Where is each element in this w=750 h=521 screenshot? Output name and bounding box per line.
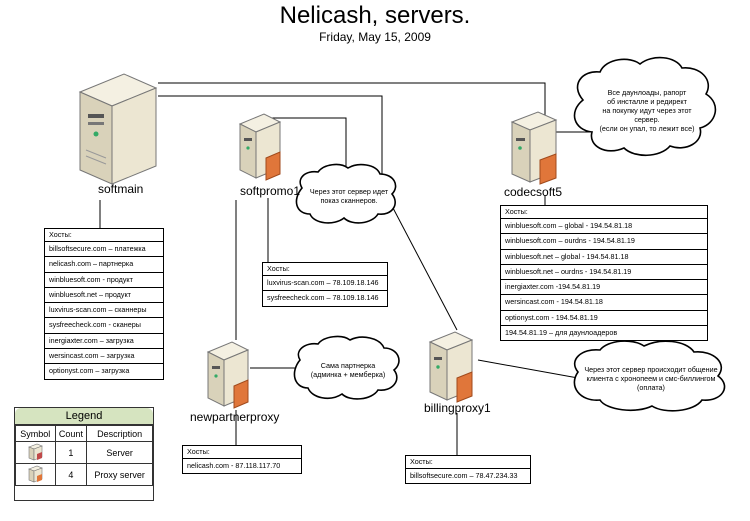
- host-row: winbluesoft.net – продукт: [45, 288, 163, 304]
- line-softmain-codecsoft5-b: [158, 95, 383, 187]
- legend-symbol-server: [15, 441, 56, 464]
- billingproxy1-label: billingproxy1: [424, 401, 491, 415]
- newpartnerproxy-server: [206, 340, 250, 415]
- hosts-header: Хосты:: [406, 456, 530, 469]
- hosts-header: Хосты:: [183, 446, 301, 459]
- host-row: optionyst.com – загрузка: [49, 366, 130, 376]
- diagram-date: Friday, May 15, 2009: [319, 30, 431, 44]
- proxy-server-icon: [428, 331, 474, 403]
- host-row: luxvirus-scan.com – 78.109.18.146: [263, 276, 387, 292]
- legend-count: 1: [54, 441, 88, 464]
- cloud-newpartnerproxy: [293, 335, 400, 400]
- tower-server-icon: [78, 73, 158, 185]
- host-row: optionyst.com - 194.54.81.19: [501, 311, 707, 327]
- cloud-billingproxy1: [573, 340, 726, 412]
- softmain-label: softmain: [98, 182, 144, 196]
- host-row: nelicash.com - 87.118.117.70: [187, 461, 281, 470]
- hosts-header: Хосты:: [501, 206, 707, 219]
- legend-description: Server: [86, 441, 153, 464]
- host-row: wersincast.com – загрузка: [45, 349, 163, 365]
- legend: Legend Symbol Count Description 1 Server: [14, 407, 154, 501]
- cloud-softpromo1-text: Через этот сервер идет показ сканнеров.: [309, 187, 389, 205]
- diagram-title: Nelicash, servers.: [279, 2, 471, 29]
- host-row: sysfreecheck.com – 78.109.18.146: [267, 293, 379, 303]
- cloud-billingproxy1-text: Через этот сервер происходит общение кли…: [584, 365, 718, 392]
- legend-count: 4: [54, 463, 88, 486]
- host-row: luxvirus-scan.com – сканнеры: [45, 303, 163, 319]
- hosts-header: Хосты:: [263, 263, 387, 276]
- codecsoft5-hosts-box: Хосты: winbluesoft.com – global - 194.54…: [500, 205, 708, 342]
- line-softpromo1-cloud: [268, 117, 347, 178]
- codecsoft5-server: [510, 110, 558, 191]
- tower-server-icon: [28, 443, 44, 460]
- billingproxy1-hosts-box: Хосты: billsoftsecure.com – 78.47.234.33: [405, 455, 531, 485]
- cloud-codecsoft5-text: Все даунлоады, рапорт об инсталле и реди…: [599, 88, 695, 133]
- proxy-server-icon: [238, 113, 282, 181]
- line-softmain-codecsoft5: [158, 82, 546, 118]
- codecsoft5-label: codecsoft5: [504, 185, 563, 199]
- line-billingproxy-cloud: [477, 359, 579, 379]
- cloud-codecsoft5: [573, 56, 717, 157]
- host-row: winbluesoft.com – ourdns - 194.54.81.19: [501, 234, 707, 250]
- hosts-header: Хосты:: [45, 229, 163, 242]
- softpromo1-server: [238, 112, 282, 187]
- host-row: wersincast.com - 194.54.81.18: [501, 295, 707, 311]
- host-row: billsoftsecure.com – платежка: [45, 242, 163, 258]
- legend-col-description: Description: [86, 425, 153, 442]
- host-row: winbluesoft.net – ourdns - 194.54.81.19: [501, 265, 707, 281]
- cloud-softpromo1: [295, 163, 397, 224]
- line-hub-billingproxy: [381, 186, 458, 331]
- legend-table: Symbol Count Description 1 Server: [15, 425, 153, 486]
- softpromo1-label: softpromo1: [240, 184, 301, 198]
- softpromo1-hosts-box: Хосты: luxvirus-scan.com – 78.109.18.146…: [262, 262, 388, 307]
- legend-title: Legend: [15, 408, 153, 425]
- proxy-server-icon: [28, 465, 44, 482]
- legend-col-count: Count: [54, 425, 88, 442]
- host-row: winbluesoft.com – global - 194.54.81.18: [501, 219, 707, 235]
- legend-col-symbol: Symbol: [15, 425, 56, 442]
- legend-description: Proxy server: [86, 463, 153, 486]
- proxy-server-icon: [206, 341, 250, 409]
- newpartnerproxy-label: newpartnerproxy: [190, 410, 280, 424]
- softmain-server: [76, 70, 160, 193]
- host-row: nelicash.com – партнерка: [45, 257, 163, 273]
- host-row: winbluesoft.net – global - 194.54.81.18: [501, 250, 707, 265]
- legend-symbol-proxy: [15, 463, 56, 486]
- newpartnerproxy-hosts-box: Хосты: nelicash.com - 87.118.117.70: [182, 445, 302, 475]
- host-row: billsoftsecure.com – 78.47.234.33: [410, 471, 518, 480]
- host-row: winbluesoft.com - продукт: [45, 273, 163, 288]
- host-row: inergiaxter.com -194.54.81.19: [501, 280, 707, 296]
- proxy-server-icon: [510, 111, 558, 185]
- cloud-newpartnerproxy-text: Сама партнерка (админка + мемберка): [310, 361, 386, 379]
- host-row: inergiaxter.com – загрузка: [45, 334, 163, 350]
- host-row: sysfreecheck.com - сканеры: [45, 318, 163, 334]
- softmain-hosts-box: Хосты: billsoftsecure.com – платежка nel…: [44, 228, 164, 380]
- host-row: 194.54.81.19 – для даунлоадеров: [505, 328, 618, 338]
- billingproxy1-server: [428, 330, 474, 409]
